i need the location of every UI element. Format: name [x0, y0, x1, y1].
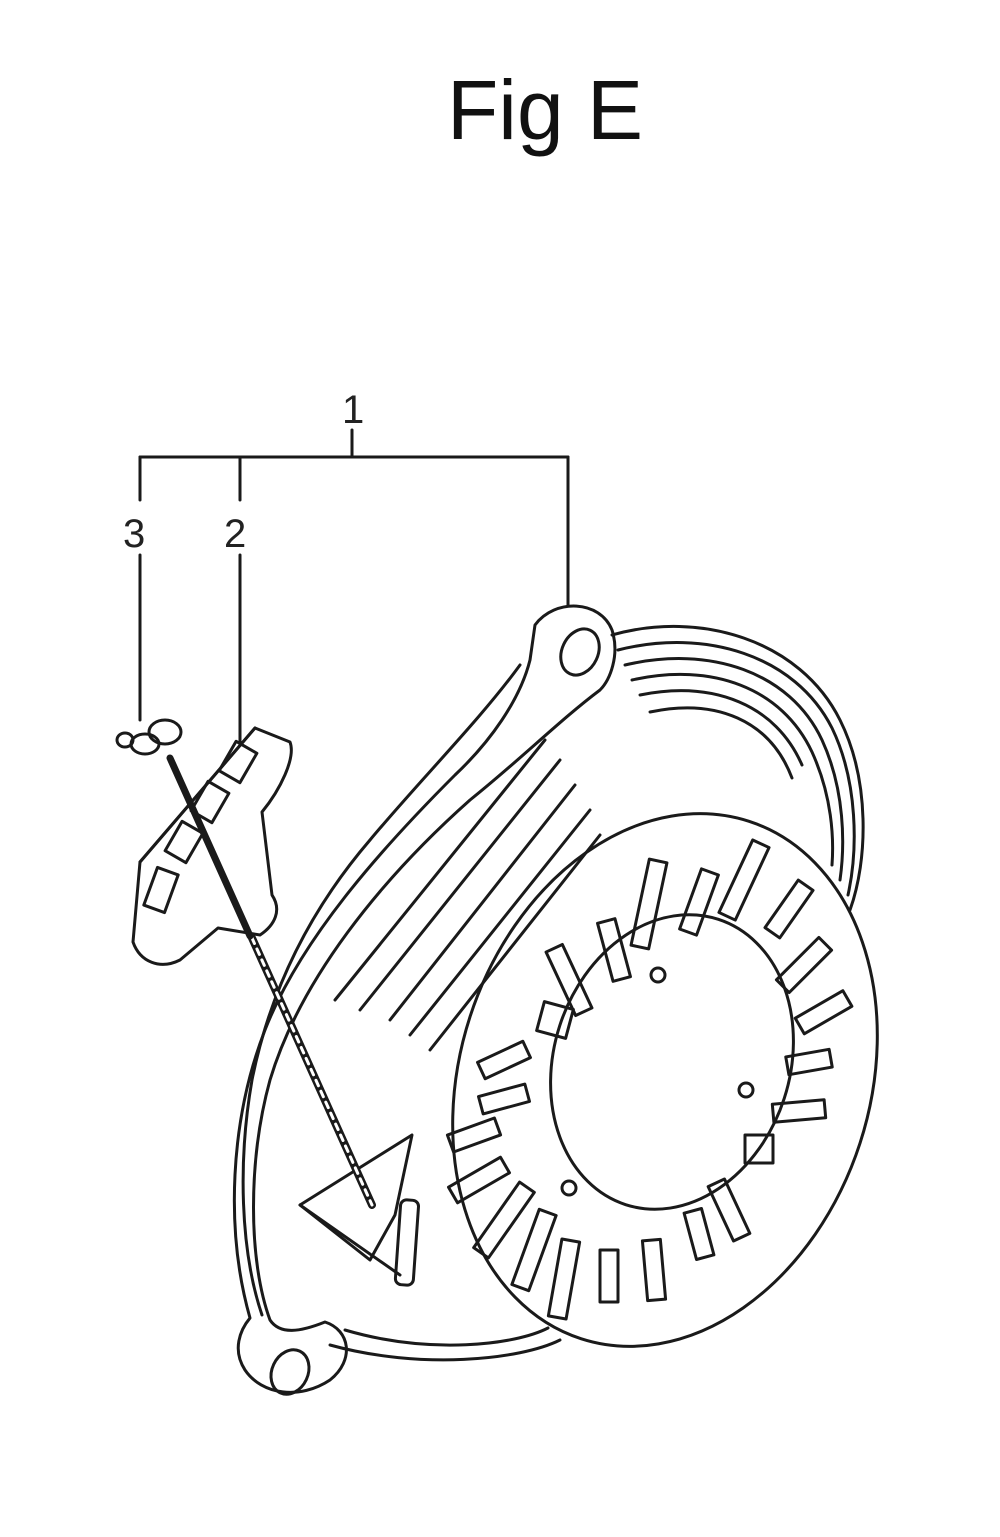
- starter-handle: [131, 726, 293, 966]
- mounting-flange: [232, 604, 617, 1396]
- drum-body: [328, 624, 865, 1362]
- rope-knot: [115, 718, 183, 756]
- callout-label-2: 2: [224, 512, 247, 556]
- starter-rope: [166, 754, 376, 1209]
- side-fins: [333, 738, 602, 1052]
- callout-label-1: 1: [342, 388, 365, 432]
- vent-slots: [445, 838, 854, 1321]
- leader-lines: [138, 428, 570, 747]
- front-cover: [451, 812, 879, 1348]
- figure-title: Fig E: [446, 63, 644, 157]
- rope-guide: [298, 1133, 421, 1287]
- callout-label-3: 3: [123, 512, 146, 556]
